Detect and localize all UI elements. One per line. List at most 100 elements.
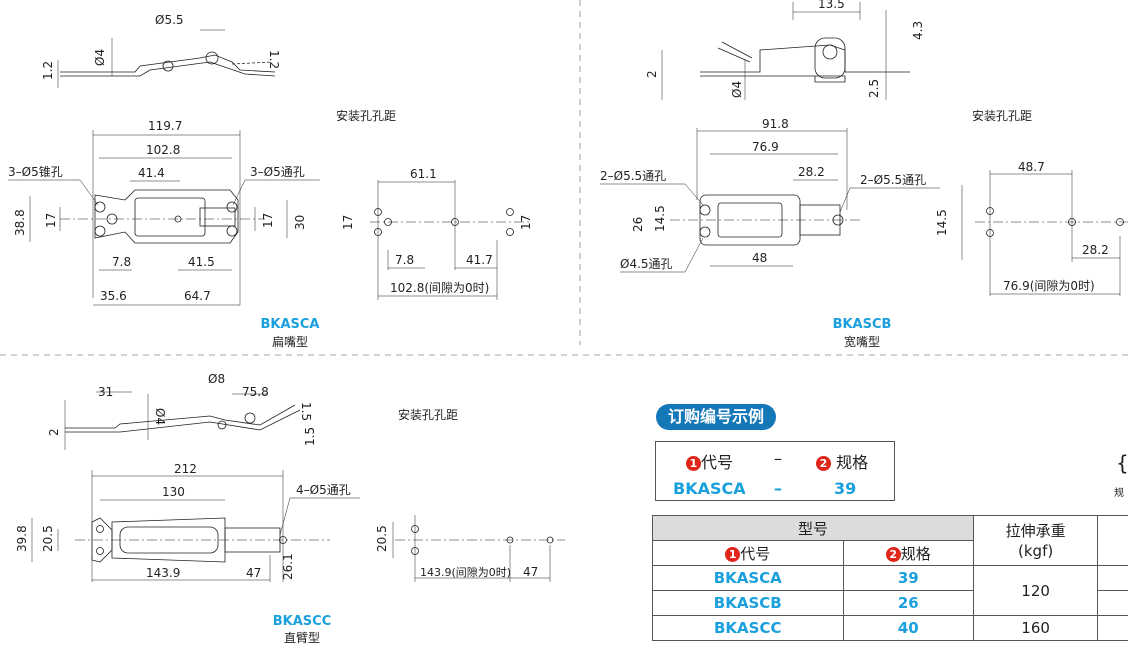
- dim-c-h1-5a: 1.5: [299, 402, 313, 421]
- side-fragment-text: 规: [1114, 486, 1124, 499]
- caption-a-code: BKASCA: [240, 317, 340, 332]
- dim-c-holes: 4–Ø5通孔: [296, 483, 351, 497]
- mount-title-c: 安装孔孔距: [398, 406, 458, 423]
- row-code: BKASCB: [653, 591, 844, 616]
- dim-b-inner: 76.9: [752, 140, 779, 154]
- dim-c-m143-9: 143.9(间隙为0时): [420, 565, 511, 579]
- dim-b-h2-5: 2.5: [867, 79, 881, 98]
- dim-a-holes-left: 3–Ø5锥孔: [8, 165, 63, 179]
- caption-b-type: 宽嘴型: [812, 333, 912, 350]
- number-badge-2: 2: [886, 547, 901, 562]
- row-spec: 26: [843, 591, 973, 616]
- dim-a-m102-8: 102.8(间隙为0时): [390, 281, 489, 295]
- row-load: 120: [974, 566, 1098, 616]
- dim-b-h14-5: 14.5: [653, 205, 667, 232]
- row-spec: 39: [843, 566, 973, 591]
- example-label-code: 代号: [701, 453, 733, 472]
- dim-c-h20-5: 20.5: [41, 525, 55, 552]
- dim-a-h17: 17: [44, 213, 58, 228]
- dim-c-75-8: 75.8: [242, 385, 269, 399]
- table-header-load-label: 拉伸承重: [1006, 522, 1066, 540]
- example-header-spec: 2 规格: [816, 449, 868, 473]
- dim-a-m17b: 17: [519, 215, 533, 230]
- dim-b-holes-bottom: Ø4.5通孔: [620, 257, 673, 271]
- drawing-c-side-view: [65, 392, 300, 450]
- dim-b-m76-9: 76.9(间隙为0时): [1003, 279, 1095, 293]
- dim-a-m17: 17: [341, 215, 355, 230]
- dim-b-28-2: 28.2: [798, 165, 825, 179]
- dim-a-m41-7: 41.7: [466, 253, 493, 267]
- number-badge-2: 2: [816, 456, 831, 471]
- number-badge-1: 1: [686, 456, 701, 471]
- table-header-extra: [1098, 516, 1128, 566]
- dim-b-m14-5: 14.5: [935, 209, 949, 236]
- table-header-load-unit: (kgf): [1018, 542, 1053, 560]
- dim-b-holes-right: 2–Ø5.5通孔: [860, 173, 926, 187]
- drawing-b-mount: [962, 170, 1128, 296]
- dim-b-h26: 26: [631, 217, 645, 232]
- dim-c-m20-5: 20.5: [375, 525, 389, 552]
- dim-b-48: 48: [752, 251, 767, 265]
- dim-a-h30: 30: [293, 215, 307, 230]
- drawing-a-side-view: [58, 30, 275, 88]
- dim-a-h38-8: 38.8: [13, 209, 27, 236]
- dim-c-h1-5b: 1.5: [303, 427, 317, 446]
- dim-c-h26-1: 26.1: [281, 553, 295, 580]
- dim-c-d8: Ø8: [208, 372, 225, 386]
- dim-b-h2: 2: [645, 70, 659, 78]
- dim-b-m48-7: 48.7: [1018, 160, 1045, 174]
- dim-b-d4: Ø4: [730, 81, 744, 98]
- example-dash: –: [774, 479, 782, 498]
- dim-a-h17b: 17: [261, 213, 275, 228]
- dim-a-7-8: 7.8: [112, 255, 131, 269]
- dim-b-h4-3: 4.3: [911, 21, 925, 40]
- dim-a-overall: 119.7: [148, 119, 182, 133]
- example-spec: 39: [834, 479, 856, 498]
- dim-a-41-5: 41.5: [188, 255, 215, 269]
- example-dash-top: –: [774, 449, 782, 468]
- row-spec: 40: [843, 616, 973, 641]
- caption-a-type: 扁嘴型: [240, 333, 340, 350]
- dim-a-m7-8: 7.8: [395, 253, 414, 267]
- caption-b-code: BKASCB: [812, 317, 912, 332]
- dim-c-inner: 130: [162, 485, 185, 499]
- dim-a-35-6: 35.6: [100, 289, 127, 303]
- dim-a-m61-1: 61.1: [410, 167, 437, 181]
- dim-a-holes-right: 3–Ø5通孔: [250, 165, 305, 179]
- dim-b-overall: 91.8: [762, 117, 789, 131]
- caption-c-code: BKASCC: [252, 614, 352, 629]
- caption-c-type: 直臂型: [252, 629, 352, 646]
- dim-b-holes-left: 2–Ø5.5通孔: [600, 169, 666, 183]
- dim-c-overall: 212: [174, 462, 197, 476]
- dim-c-m47: 47: [523, 565, 538, 579]
- mount-title-a: 安装孔孔距: [336, 107, 396, 124]
- number-badge-1: 1: [725, 547, 740, 562]
- dim-c-d4: Ø4: [153, 408, 167, 425]
- dim-c-h2: 2: [47, 428, 61, 436]
- row-code: BKASCA: [653, 566, 844, 591]
- dim-c-143-9: 143.9: [146, 566, 180, 580]
- dim-a-t2: 1.2: [267, 50, 281, 69]
- row-load: 160: [974, 616, 1098, 641]
- dim-c-31: 31: [98, 385, 113, 399]
- side-fragment-glyph: {: [1116, 451, 1128, 475]
- dim-b-13-5: 13.5: [818, 0, 845, 11]
- dim-c-47: 47: [246, 566, 261, 580]
- table-header-load: 拉伸承重 (kgf): [974, 516, 1098, 566]
- dim-a-t1: 1.2: [41, 61, 55, 80]
- dim-a-hole-small: Ø5.5: [155, 13, 184, 27]
- dim-b-m28-2: 28.2: [1082, 243, 1109, 257]
- example-code: BKASCA: [673, 479, 746, 498]
- table-row: BKASCC 40 160: [653, 616, 1128, 641]
- example-label-spec: 规格: [836, 453, 868, 472]
- dim-a-d4: Ø4: [93, 49, 107, 66]
- row-code: BKASCC: [653, 616, 844, 641]
- dim-a-inner: 102.8: [146, 143, 180, 157]
- mount-title-b: 安装孔孔距: [972, 107, 1032, 124]
- dim-a-64-7: 64.7: [184, 289, 211, 303]
